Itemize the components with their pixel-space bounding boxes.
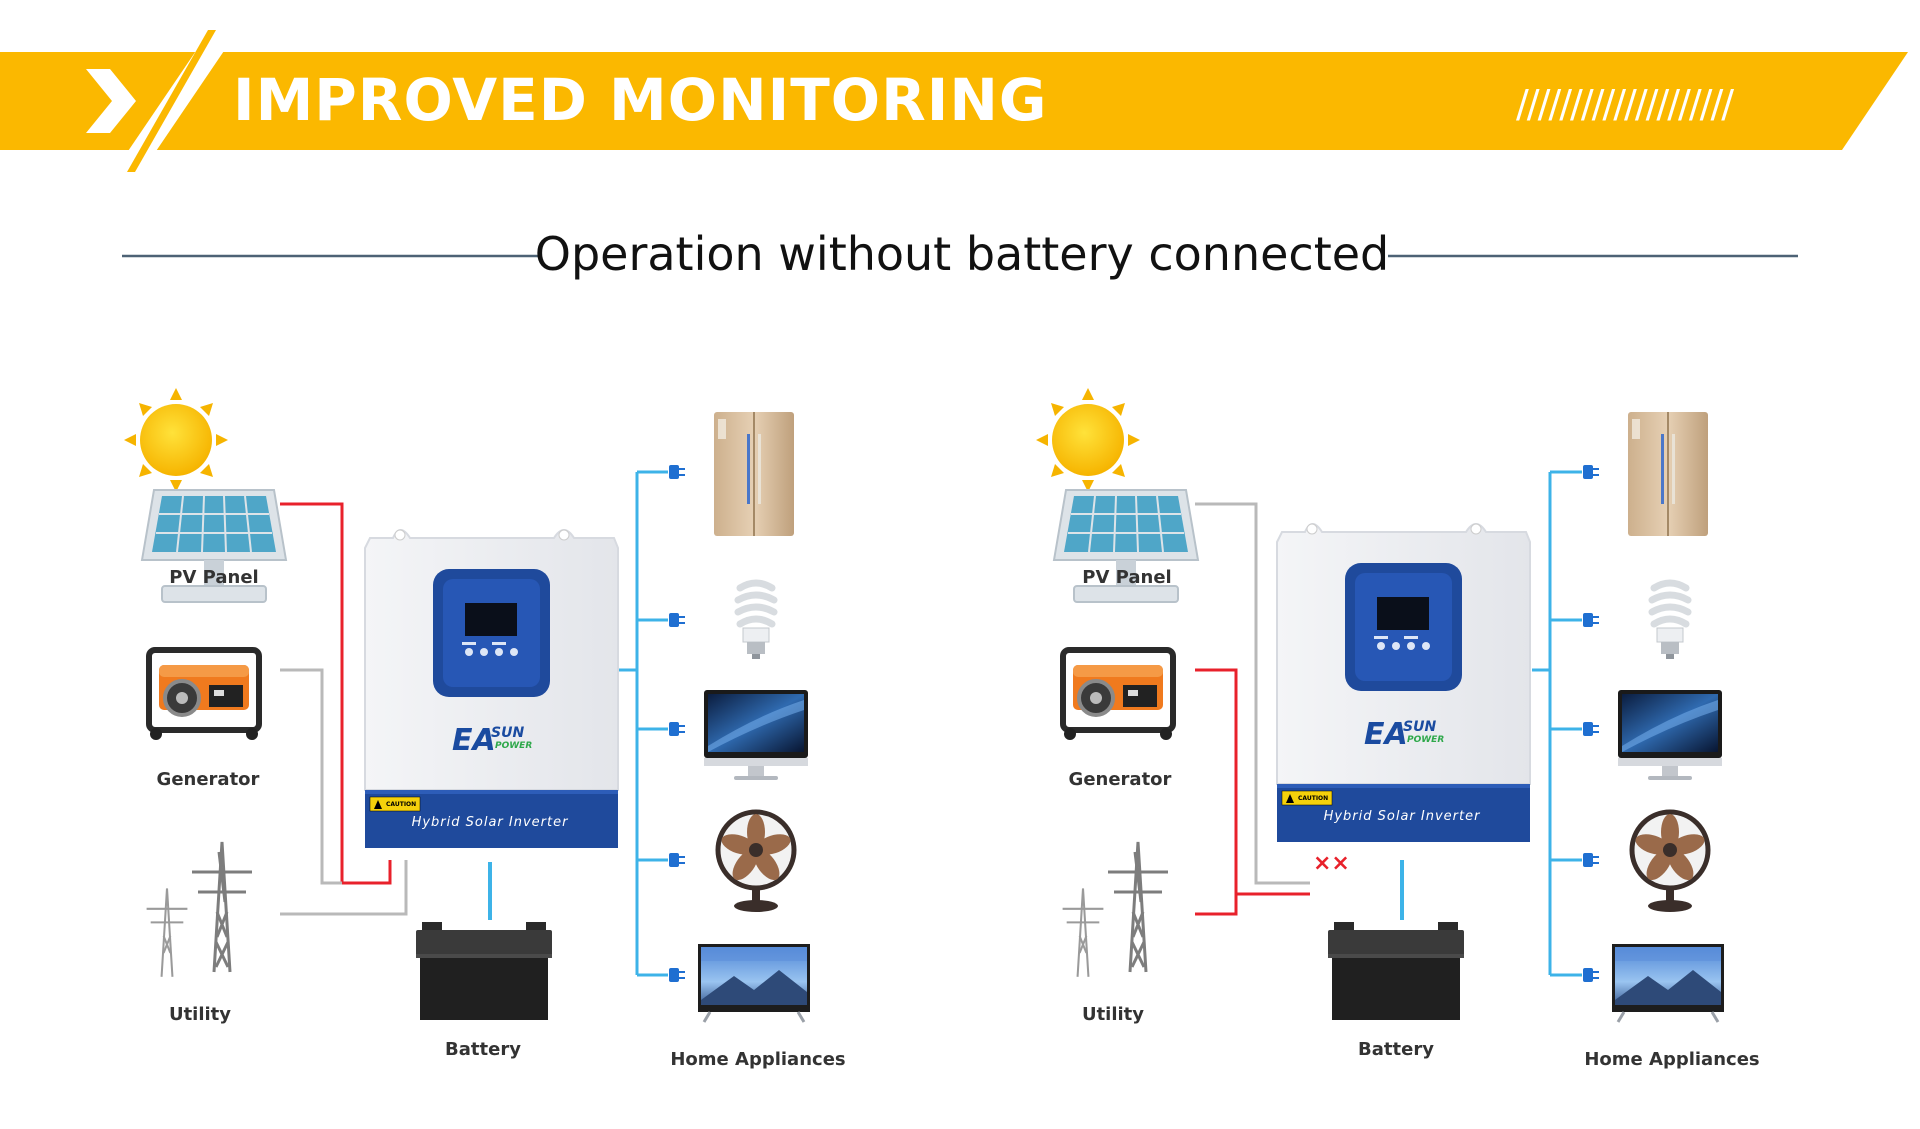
- inverter-display: [1377, 597, 1429, 630]
- battery-icon: [1328, 922, 1464, 1020]
- generator-line: [1195, 668, 1310, 896]
- fridge-icon: [1627, 411, 1709, 537]
- bulb-icon: [738, 583, 774, 659]
- inverter-buttons: [1374, 636, 1430, 650]
- disconnect-mark: ××: [1313, 851, 1350, 876]
- inverter-buttons: [462, 642, 518, 656]
- inverter-model: Hybrid Solar Inverter: [412, 815, 570, 830]
- fan-icon: [1632, 812, 1708, 912]
- plug-icons: [669, 465, 685, 982]
- tv-icon: [1610, 942, 1726, 1024]
- caution-label: CAUTION: [369, 796, 421, 812]
- svg-text:SUN: SUN: [491, 725, 524, 741]
- diagram-right: ×× PV Panel Generator Utility: [1035, 387, 1760, 1070]
- subtitle-group: Operation without battery connected: [122, 227, 1798, 281]
- generator-label: Generator: [157, 769, 260, 790]
- appliances-label: Home Appliances: [1584, 1049, 1759, 1070]
- bulb-icon: [1652, 583, 1688, 659]
- banner-divider-yellow: [127, 30, 216, 172]
- utility-label: Utility: [169, 1004, 231, 1025]
- load-branches: [1550, 470, 1582, 977]
- inverter-display: [465, 603, 517, 636]
- inverter: EA SUN POWER CAUTION Hybrid Solar Invert…: [1276, 523, 1531, 842]
- load-branches: [637, 470, 668, 977]
- banner: IMPROVED MONITORING ////////////////////: [0, 30, 1908, 172]
- mount-hole-icon: [394, 529, 406, 541]
- battery-label: Battery: [1358, 1039, 1434, 1060]
- banner-title: IMPROVED MONITORING: [233, 66, 1047, 134]
- svg-text:POWER: POWER: [1407, 735, 1444, 745]
- utility-label: Utility: [1082, 1004, 1144, 1025]
- battery-label: Battery: [445, 1039, 521, 1060]
- utility-line: [280, 860, 408, 916]
- subtitle: Operation without battery connected: [535, 227, 1389, 281]
- monitor-icon: [704, 690, 808, 780]
- pv-label: PV Panel: [1082, 567, 1171, 588]
- fridge-icon: [713, 411, 795, 537]
- svg-text:CAUTION: CAUTION: [386, 801, 416, 808]
- pv-line: [1195, 502, 1310, 885]
- banner-stripes: ////////////////////: [1516, 82, 1734, 126]
- diagram-left: PV Panel Generator Utility EA SUN POWER: [123, 387, 846, 1070]
- svg-text:CAUTION: CAUTION: [1298, 795, 1328, 802]
- tv-icon: [696, 942, 812, 1024]
- generator-line: [280, 668, 342, 885]
- utility-line: [1195, 894, 1238, 916]
- inverter: EA SUN POWER CAUTION Hybrid Solar Invert…: [364, 529, 619, 848]
- svg-text:EA: EA: [1364, 717, 1408, 752]
- caution-label: CAUTION: [1281, 790, 1333, 806]
- mount-hole-icon: [1306, 523, 1318, 535]
- banner-divider-white: [122, 45, 228, 160]
- mount-hole-icon: [558, 529, 570, 541]
- svg-text:EA: EA: [452, 723, 496, 758]
- utility-pylon-icon: [145, 840, 254, 979]
- inverter-brand: EA SUN POWER: [1364, 717, 1444, 752]
- mount-hole-icon: [1470, 523, 1482, 535]
- inverter-brand: EA SUN POWER: [452, 723, 532, 758]
- banner-bar: [0, 52, 1908, 150]
- generator-icon: [1063, 650, 1173, 740]
- chevron-right-icon: [86, 69, 136, 133]
- svg-text:POWER: POWER: [495, 741, 532, 751]
- inverter-model: Hybrid Solar Inverter: [1324, 809, 1482, 824]
- svg-text:SUN: SUN: [1403, 719, 1436, 735]
- appliances-label: Home Appliances: [670, 1049, 845, 1070]
- generator-label: Generator: [1069, 769, 1172, 790]
- generator-icon: [149, 650, 259, 740]
- battery-icon: [416, 922, 552, 1020]
- pv-label: PV Panel: [169, 567, 258, 588]
- monitor-icon: [1618, 690, 1722, 780]
- fan-icon: [718, 812, 794, 912]
- utility-pylon-icon: [1061, 840, 1170, 979]
- plug-icons: [1583, 465, 1599, 982]
